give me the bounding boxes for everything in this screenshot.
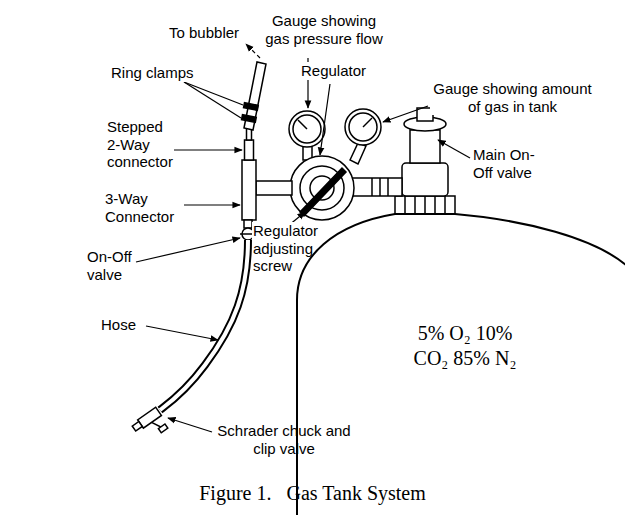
part-label: On-Off valve — [86, 248, 134, 283]
tank-outline-path — [297, 214, 625, 515]
regulator-inlet — [350, 178, 402, 196]
leader-line — [184, 82, 241, 118]
ring-clamp — [242, 115, 257, 123]
gas-mixture-label: 5% O₂ 10% CO₂ 85% N₂ — [410, 321, 520, 371]
gas-tank: 5% O₂ 10% CO₂ 85% N₂ — [295, 200, 625, 515]
part-label: Ring clamps — [110, 64, 195, 82]
gauge-stem — [350, 143, 366, 164]
part-label: Gauge showing gas pressure flow — [258, 12, 390, 47]
regulator-outlet-pipe — [256, 181, 292, 195]
leader-line — [320, 84, 330, 155]
ring-clamp — [244, 103, 259, 111]
label-anchor: Schrader chuck and clip valve — [214, 422, 354, 457]
leader-line — [184, 82, 243, 105]
valve-body — [402, 163, 448, 196]
valve-collar — [395, 196, 455, 214]
leader-line — [136, 238, 240, 262]
label-anchor: 3-Way Connector — [104, 190, 184, 225]
part-label: Stepped 2-Way connector — [106, 118, 174, 171]
label-anchor: Main On-Off valve — [472, 146, 542, 181]
valve-stem — [410, 130, 440, 163]
part-label: 3-Way Connector — [104, 190, 184, 225]
figure-caption: Figure 1. Gas Tank System — [0, 482, 625, 505]
leader-line — [383, 106, 428, 122]
label-anchor: On-Off valve — [86, 248, 134, 283]
hose — [160, 240, 248, 410]
leader-line — [172, 149, 242, 150]
label-anchor: Gauge showing amount of gas in tank — [430, 80, 595, 115]
label-anchor: Hose — [100, 316, 137, 334]
label-anchor: Regulator — [300, 62, 367, 80]
tank-amount-gauge — [345, 109, 381, 145]
part-label: To bubbler — [168, 24, 240, 42]
label-anchor: Stepped 2-Way connector — [106, 118, 174, 171]
label-anchor: Ring clamps — [110, 64, 195, 82]
part-label: Regulator — [300, 62, 367, 80]
three-way-connector — [242, 160, 256, 220]
leader-line — [168, 418, 212, 432]
leader-line — [438, 140, 470, 158]
pressure-flow-gauge — [289, 111, 325, 147]
part-label: Gauge showing amount of gas in tank — [430, 80, 595, 115]
leader-line — [182, 204, 240, 205]
stepped-connector — [245, 140, 254, 160]
regulator-adjusting-screw — [300, 168, 346, 216]
schrader-chuck — [131, 407, 169, 444]
label-anchor: Gauge showing gas pressure flow — [258, 12, 390, 47]
leader-line — [146, 326, 218, 340]
label-anchor: To bubbler — [168, 24, 240, 42]
part-label: Main On-Off valve — [472, 146, 542, 181]
part-label: Hose — [100, 316, 137, 334]
part-label: Schrader chuck and clip valve — [214, 422, 354, 457]
regulator-body — [290, 156, 354, 220]
